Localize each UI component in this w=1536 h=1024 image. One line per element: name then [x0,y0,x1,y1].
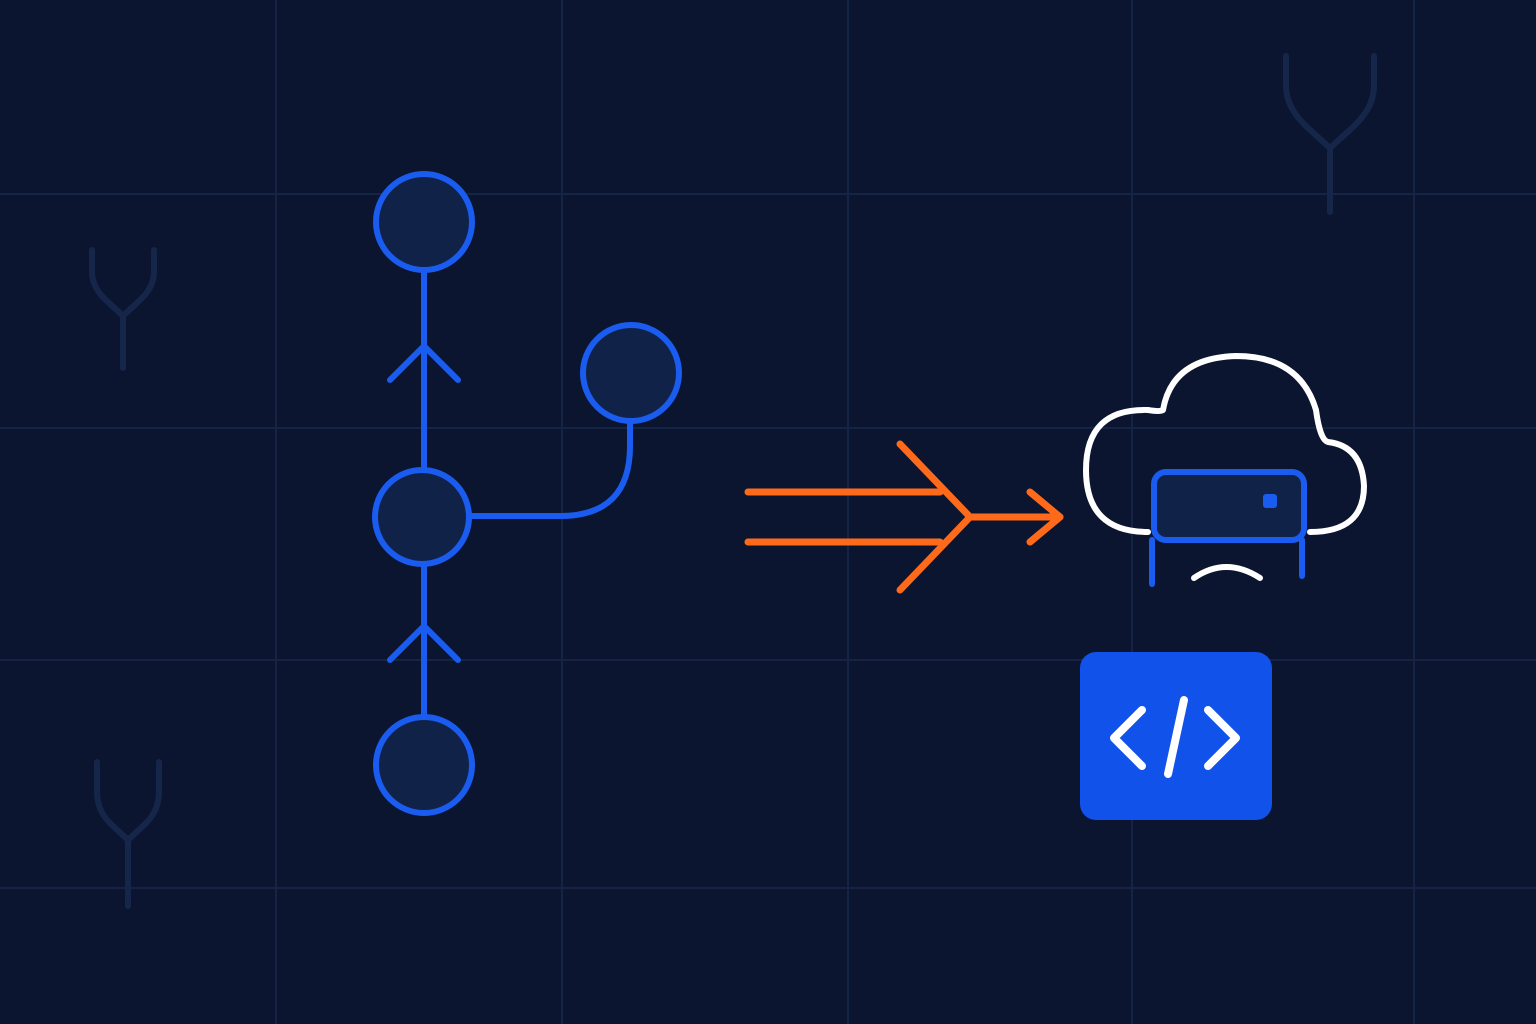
server-icon [1149,469,1307,587]
code-brackets-icon [1080,652,1272,820]
commit-node-middle [372,467,472,567]
wifi-signal-icon [1191,564,1263,581]
chevron-up-icon [387,623,461,663]
slash [1164,696,1188,778]
commit-graph [372,171,682,816]
chevron-up-icon [387,343,461,383]
commit-node-top [373,171,475,273]
git-branch-icon [94,759,162,909]
commit-node-bottom [373,714,475,816]
merge-arrow-icon [744,440,1064,594]
cloud-icon [1083,353,1367,535]
side-branch-connector [467,421,633,519]
server-body [1151,469,1307,543]
right-angle-bracket [1204,706,1240,770]
server-indicator-light [1263,494,1277,508]
git-branch-icon [89,247,157,371]
commit-node-branch [580,322,682,424]
left-angle-bracket [1110,706,1146,770]
git-branch-icon [1283,53,1377,215]
